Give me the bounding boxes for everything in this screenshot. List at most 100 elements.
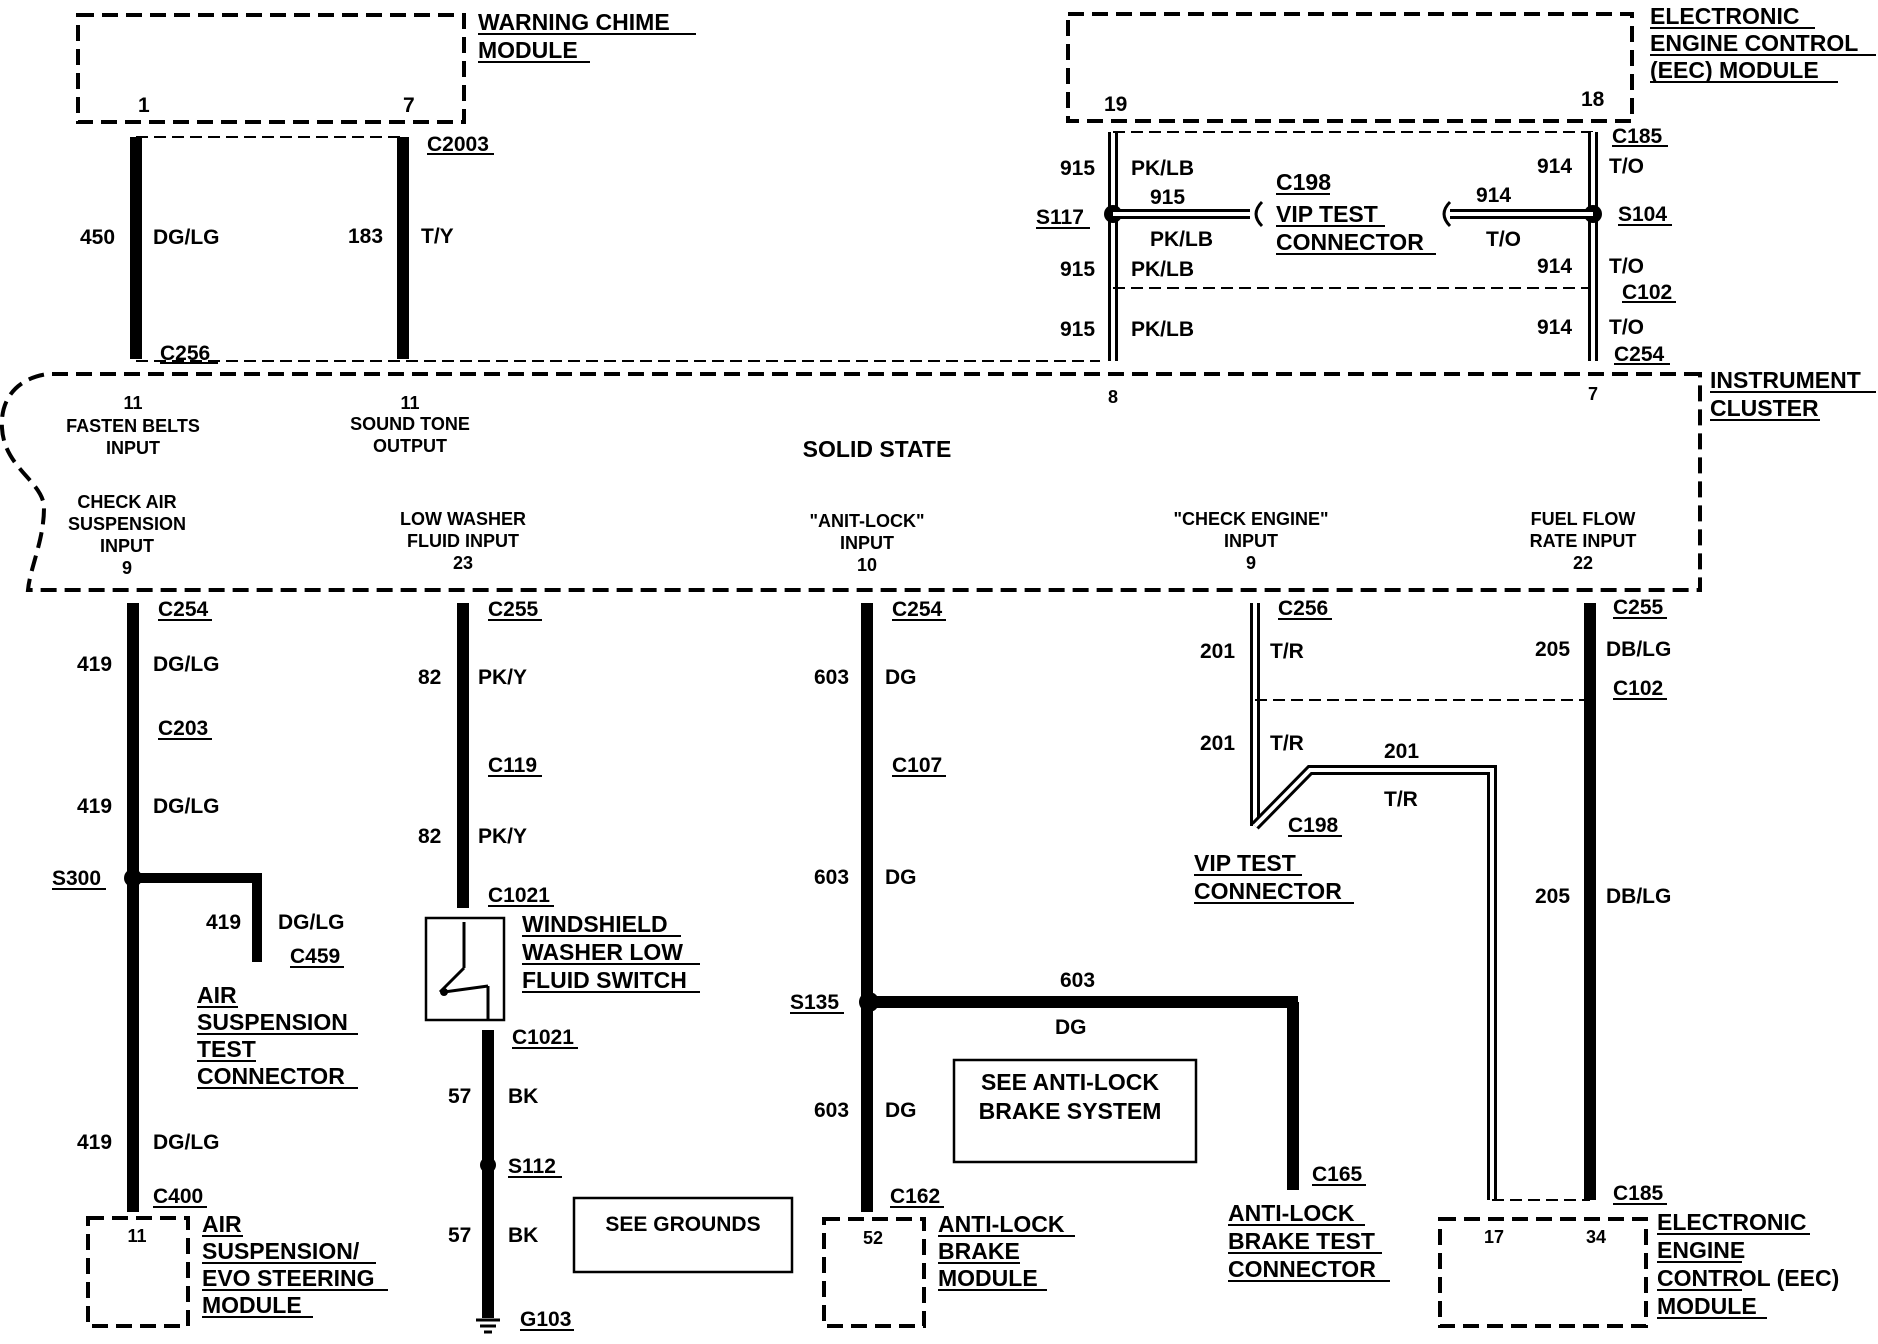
circuit-number: 914 bbox=[1476, 184, 1511, 207]
pin-label: 7 bbox=[1588, 384, 1598, 404]
pin-desc: INPUT bbox=[840, 533, 894, 553]
wire-color: DG/LG bbox=[153, 226, 220, 249]
wire-color: DG/LG bbox=[153, 653, 220, 676]
circuit-number: 419 bbox=[77, 1131, 112, 1154]
circuit-number: 82 bbox=[418, 666, 441, 689]
pin-desc: FASTEN BELTS bbox=[66, 416, 200, 436]
component-label: VIP TEST bbox=[1194, 850, 1296, 876]
module-title: ANTI-LOCK bbox=[938, 1211, 1065, 1237]
connector-label: C185 bbox=[1613, 1182, 1664, 1205]
wire-color: T/R bbox=[1384, 788, 1418, 811]
component-label: WASHER LOW bbox=[522, 939, 683, 965]
pin-label: 9 bbox=[1246, 553, 1256, 573]
circuit-number: 201 bbox=[1200, 732, 1235, 755]
pin-label: 52 bbox=[863, 1228, 883, 1248]
wire-color: T/O bbox=[1609, 316, 1644, 339]
module-title: MODULE bbox=[202, 1292, 302, 1318]
circuit-number: 201 bbox=[1200, 640, 1235, 663]
pin-label: 10 bbox=[857, 555, 877, 575]
pin-desc: RATE INPUT bbox=[1530, 531, 1637, 551]
wire-color: T/R bbox=[1270, 640, 1304, 663]
component-label: FLUID SWITCH bbox=[522, 967, 687, 993]
wire-color: DG/LG bbox=[153, 1131, 220, 1154]
connector-label: C1021 bbox=[512, 1026, 574, 1049]
circuit-number: 205 bbox=[1535, 885, 1570, 908]
wire-color: DB/LG bbox=[1606, 638, 1671, 661]
pin-desc: FLUID INPUT bbox=[407, 531, 519, 551]
module-title: ELECTRONIC bbox=[1650, 3, 1800, 29]
wire-915-group: 915 PK/LB 915 PK/LB 915 PK/LB 915 PK/LB … bbox=[1036, 131, 1593, 361]
eec-module-bottom: 17 34 ELECTRONIC ENGINE CONTROL (EEC) MO… bbox=[1438, 1209, 1839, 1328]
connector-label: C162 bbox=[890, 1185, 940, 1208]
washer-fluid-switch: WINDSHIELD WASHER LOW FLUID SWITCH bbox=[424, 911, 700, 1022]
wire-color: PK/LB bbox=[1131, 157, 1194, 180]
component-label: ANTI-LOCK bbox=[1228, 1200, 1355, 1226]
connector-label: C203 bbox=[158, 717, 208, 740]
module-title: CONTROL (EEC) bbox=[1657, 1265, 1839, 1291]
vip-test-connector-top: C198 VIP TEST CONNECTOR bbox=[1254, 169, 1452, 255]
connector-label: C255 bbox=[488, 598, 539, 621]
vip-test-connector-bottom: VIP TEST CONNECTOR bbox=[1194, 850, 1354, 904]
wire-419: C254 419 DG/LG C203 419 DG/LG S300 419 D… bbox=[52, 598, 345, 1212]
abs-test-connector: ANTI-LOCK BRAKE TEST CONNECTOR bbox=[1228, 1200, 1390, 1282]
pin-desc: "ANIT-LOCK" bbox=[809, 511, 924, 531]
component-label: CONNECTOR bbox=[1228, 1256, 1376, 1282]
connector-label: C165 bbox=[1312, 1163, 1363, 1186]
wire-603: C254 603 DG C107 603 DG S135 603 DG 603 … bbox=[790, 598, 1366, 1212]
wire-183: 183 T/Y C2003 bbox=[136, 133, 1100, 362]
pin-label: 9 bbox=[122, 558, 132, 578]
module-title: EVO STEERING bbox=[202, 1265, 375, 1291]
splice-label: S104 bbox=[1618, 203, 1667, 226]
wire-color: PK/Y bbox=[478, 825, 527, 848]
pin-desc: "CHECK ENGINE" bbox=[1173, 509, 1328, 529]
wire-color: DG/LG bbox=[153, 795, 220, 818]
circuit-number: 419 bbox=[206, 911, 241, 934]
circuit-number: 915 bbox=[1150, 186, 1185, 209]
connector-label: C254 bbox=[892, 598, 943, 621]
circuit-number: 603 bbox=[814, 1099, 849, 1122]
circuit-number: 915 bbox=[1060, 258, 1095, 281]
warning-chime-module: 1 7 WARNING CHIME MODULE bbox=[76, 9, 696, 124]
connector-label: C254 bbox=[158, 598, 209, 621]
circuit-number: 914 bbox=[1537, 155, 1572, 178]
circuit-number: 57 bbox=[448, 1224, 471, 1247]
module-title: ELECTRONIC bbox=[1657, 1209, 1807, 1235]
wire-color: PK/LB bbox=[1131, 318, 1194, 341]
module-title: SUSPENSION/ bbox=[202, 1238, 360, 1264]
circuit-number: 915 bbox=[1060, 157, 1095, 180]
air-suspension-module: 11 AIR SUSPENSION/ EVO STEERING MODULE bbox=[86, 1211, 388, 1328]
module-title: MODULE bbox=[938, 1265, 1038, 1291]
splice-label: S135 bbox=[790, 991, 839, 1014]
wire-color: DG bbox=[1055, 1016, 1087, 1039]
wire-color: T/O bbox=[1609, 155, 1644, 178]
pin-label: 19 bbox=[1104, 93, 1127, 116]
component-label: CONNECTOR bbox=[197, 1063, 345, 1089]
circuit-number: 419 bbox=[77, 795, 112, 818]
module-title: MODULE bbox=[1657, 1293, 1757, 1319]
module-title: WARNING CHIME bbox=[478, 9, 670, 35]
pin-desc: LOW WASHER bbox=[400, 509, 526, 529]
connector-label: C1021 bbox=[488, 884, 550, 907]
pin-label: 17 bbox=[1484, 1227, 1504, 1247]
pin-label: 11 bbox=[123, 393, 142, 413]
pin-label: 34 bbox=[1586, 1227, 1606, 1247]
anti-lock-brake-module: 52 ANTI-LOCK BRAKE MODULE bbox=[822, 1211, 1075, 1328]
circuit-number: 603 bbox=[814, 866, 849, 889]
wire-color: T/O bbox=[1486, 228, 1521, 251]
pin-desc: INPUT bbox=[106, 438, 160, 458]
circuit-number: 914 bbox=[1537, 316, 1572, 339]
wire-82: C255 82 PK/Y C119 82 PK/Y C1021 bbox=[418, 598, 554, 908]
component-label: WINDSHIELD bbox=[522, 911, 668, 937]
wire-color: PK/LB bbox=[1150, 228, 1213, 251]
connector-desc: VIP TEST bbox=[1276, 201, 1378, 227]
splice-label: S117 bbox=[1036, 206, 1084, 229]
circuit-number: 419 bbox=[77, 653, 112, 676]
wire-color: T/Y bbox=[421, 225, 454, 248]
module-title: ENGINE bbox=[1657, 1237, 1745, 1263]
connector-label: C102 bbox=[1622, 281, 1672, 304]
circuit-number: 915 bbox=[1060, 318, 1095, 341]
module-title: MODULE bbox=[478, 37, 578, 63]
pin-desc: CHECK AIR bbox=[77, 492, 176, 512]
connector-label: C254 bbox=[1614, 343, 1665, 366]
